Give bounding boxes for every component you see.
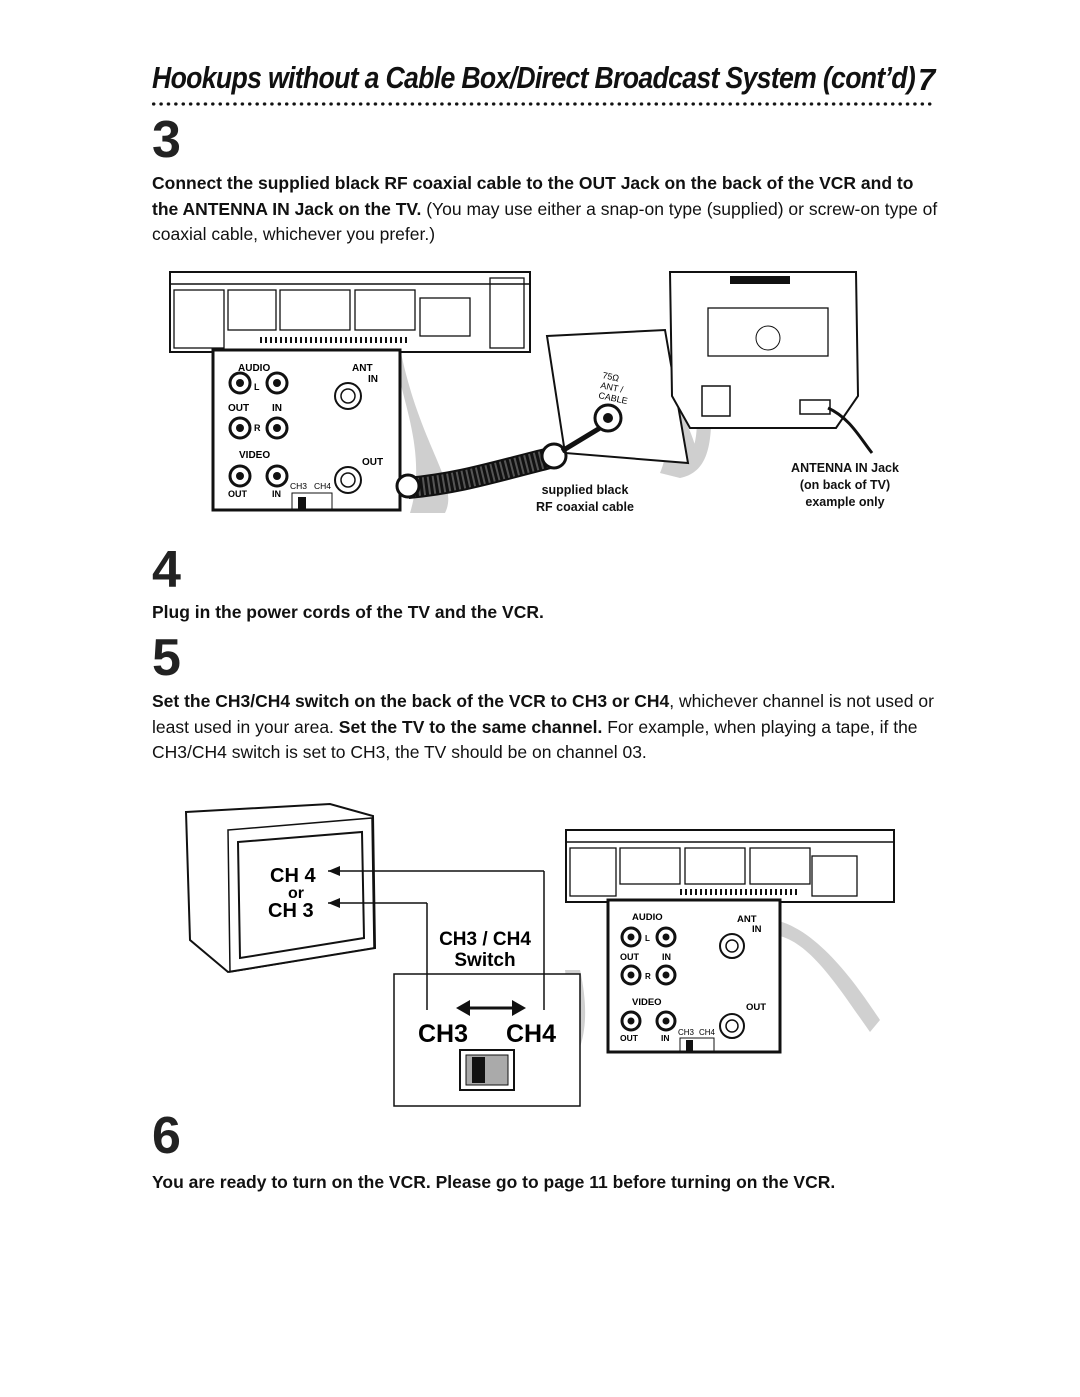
step-3-number: 3 xyxy=(152,111,181,169)
tv-jack-caption: ANTENNA IN Jack (on back of TV) example … xyxy=(791,461,899,509)
page-header-title: Hookups without a Cable Box/Direct Broad… xyxy=(152,60,916,95)
svg-text:OUT: OUT xyxy=(362,457,383,468)
svg-text:ANT /: ANT / xyxy=(600,380,625,395)
svg-text:OUT: OUT xyxy=(228,489,248,499)
svg-text:OUT: OUT xyxy=(620,1033,639,1043)
svg-text:AUDIO: AUDIO xyxy=(632,912,663,923)
vcr-jack-panel-2: AUDIO ANT IN L OUT IN R VIDEO OUT OUT IN… xyxy=(606,898,782,1054)
step-4-text: Plug in the power cords of the TV and th… xyxy=(152,602,544,622)
audio-label: AUDIO xyxy=(238,363,270,374)
tv-back-illustration xyxy=(668,271,874,454)
screen-ch4: CH 4 xyxy=(270,865,316,887)
svg-text:L: L xyxy=(645,934,650,943)
vcr-jack-panel: AUDIO ANT IN L OUT IN R VIDEO OUT OUT IN… xyxy=(211,348,402,512)
svg-text:R: R xyxy=(645,972,651,981)
svg-text:CH4: CH4 xyxy=(699,1028,716,1037)
ant-in-label: IN xyxy=(368,374,378,385)
switch-label-2: Switch xyxy=(454,950,515,971)
big-ch3: CH3 xyxy=(418,1020,468,1048)
big-ch4: CH4 xyxy=(506,1020,556,1048)
svg-text:L: L xyxy=(254,382,260,392)
dotted-rule xyxy=(150,100,935,108)
svg-text:VIDEO: VIDEO xyxy=(239,450,270,461)
page-number: 7 xyxy=(918,62,936,97)
svg-text:CH3: CH3 xyxy=(290,481,307,491)
screen-or: or xyxy=(288,885,304,902)
svg-text:VIDEO: VIDEO xyxy=(632,997,662,1008)
svg-text:IN: IN xyxy=(272,489,281,499)
svg-text:R: R xyxy=(254,423,261,433)
screen-ch3: CH 3 xyxy=(268,900,314,922)
step-3-text: Connect the supplied black RF coaxial ca… xyxy=(152,171,942,248)
svg-text:OUT: OUT xyxy=(620,952,640,962)
step-3-bold: Connect the supplied black RF coaxial ca… xyxy=(152,173,914,219)
svg-text:OUT: OUT xyxy=(746,1002,766,1013)
svg-text:OUT: OUT xyxy=(228,403,249,414)
svg-text:IN: IN xyxy=(272,403,282,414)
switch-zoom-box: CH3 CH4 xyxy=(393,973,581,1107)
step-3-normal: (You may use either a snap-on type (supp… xyxy=(152,198,938,245)
svg-text:75Ω: 75Ω xyxy=(602,370,621,383)
figure-vcr-to-tv: AUDIO ANT IN L OUT IN R VIDEO OUT OUT IN… xyxy=(169,271,874,513)
figure-ch3-ch4-switch: CH 4 or CH 3 CH3 / CH4 Switch CH3 CH4 xyxy=(184,802,895,1107)
vcr-back-illustration-2 xyxy=(565,829,895,903)
step-5-text: Set the CH3/CH4 switch on the back of th… xyxy=(152,691,934,762)
cable-caption: supplied black RF coaxial cable xyxy=(536,483,634,514)
vcr-back-illustration xyxy=(169,271,531,353)
ant-label: ANT xyxy=(352,363,373,374)
svg-text:ANT: ANT xyxy=(737,914,757,925)
step-6-number: 6 xyxy=(152,1107,181,1165)
tv-front-illustration: CH 4 or CH 3 xyxy=(184,802,545,1010)
step-4-number: 4 xyxy=(152,541,181,599)
svg-text:IN: IN xyxy=(662,952,671,962)
tv-antenna-plate: 75Ω ANT / CABLE xyxy=(545,328,690,465)
svg-text:IN: IN xyxy=(661,1033,670,1043)
step-5-number: 5 xyxy=(152,629,181,687)
svg-text:CH4: CH4 xyxy=(314,481,331,491)
step-6-text: You are ready to turn on the VCR. Please… xyxy=(152,1172,836,1192)
svg-text:IN: IN xyxy=(752,924,762,935)
switch-label-1: CH3 / CH4 xyxy=(439,929,531,950)
svg-text:CH3: CH3 xyxy=(678,1028,695,1037)
